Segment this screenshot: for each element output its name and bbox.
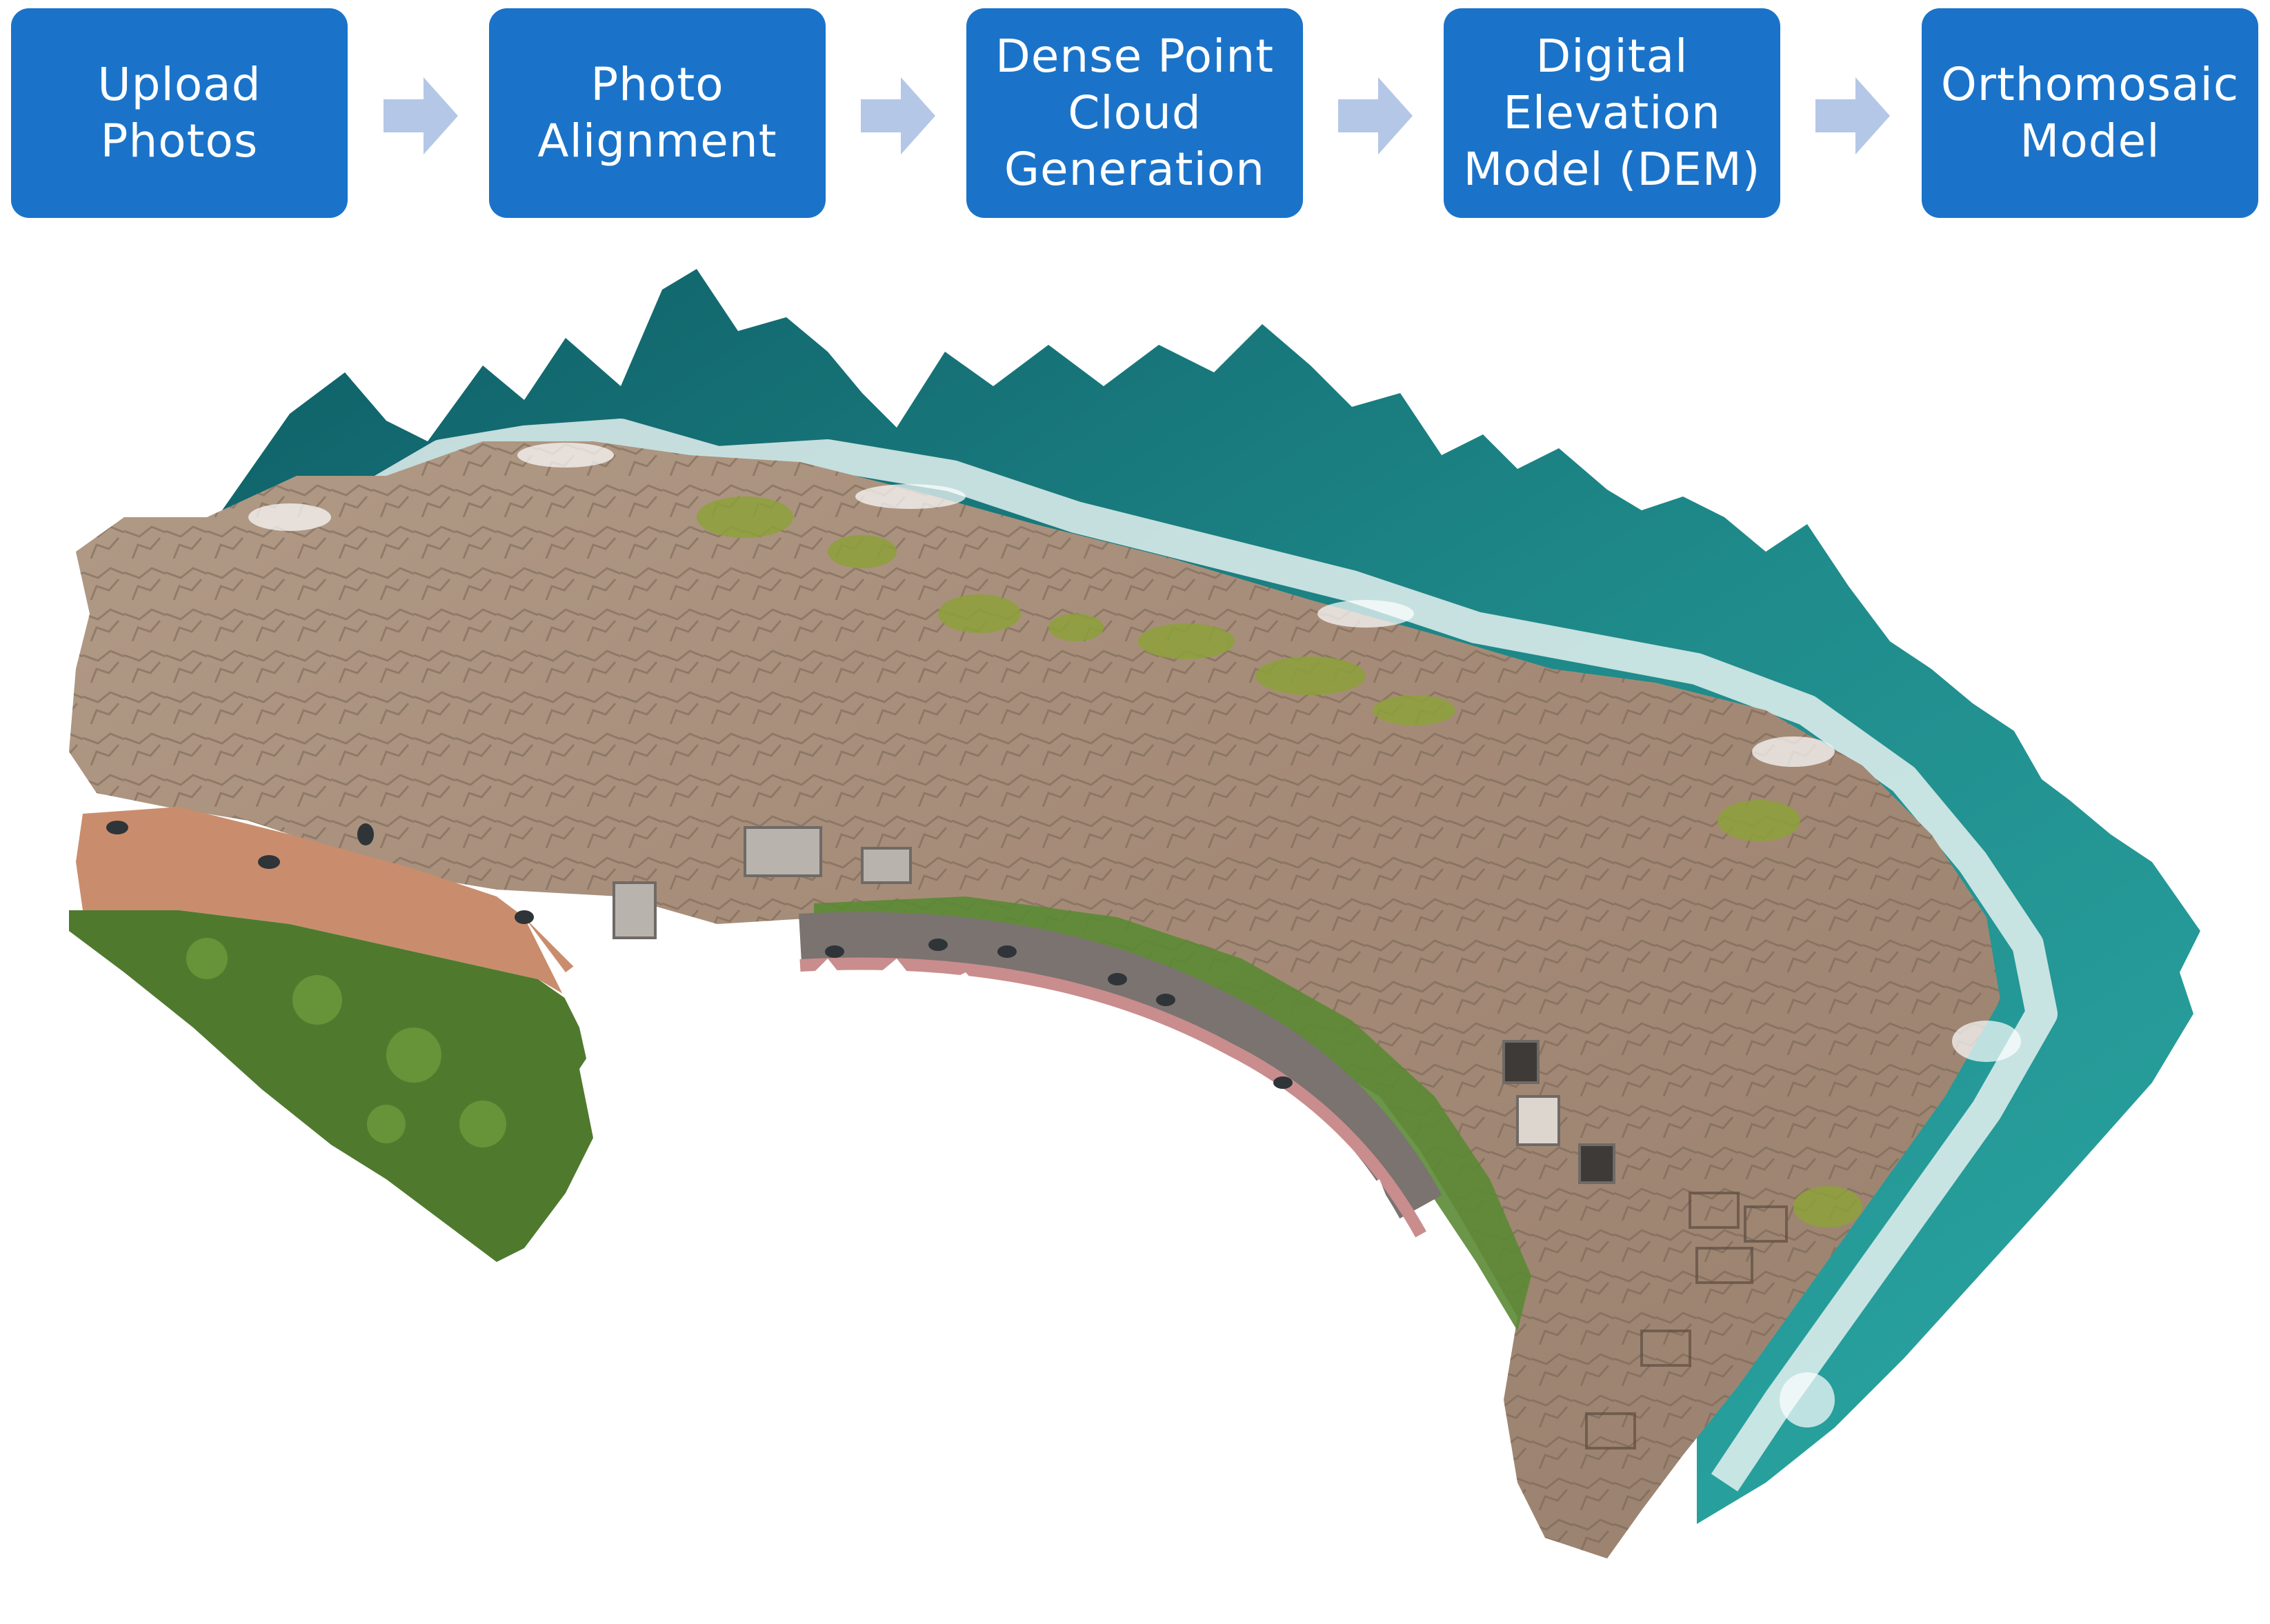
right-arrow-icon (861, 77, 935, 154)
step-label: Orthomosaic Model (1940, 58, 2240, 168)
step-digital-elevation-model: Digital Elevation Model (DEM) (1444, 8, 1780, 218)
step-orthomosaic-model: Orthomosaic Model (1922, 8, 2258, 218)
step-photo-alignment: Photo Alignment (489, 8, 826, 218)
surf-foam (248, 443, 2021, 1427)
step-label: Dense Point Cloud Generation (995, 30, 1275, 196)
salt-pans (1585, 1192, 1788, 1450)
sea-area (193, 269, 2200, 1524)
buildings (613, 826, 1615, 1184)
right-arrow-icon (384, 77, 458, 154)
mosaic-edge-cutout (759, 959, 1421, 1331)
vegetation-left (69, 910, 607, 1262)
aerial-orthomosaic-image (69, 269, 2200, 1558)
step-label: Upload Photos (97, 58, 261, 168)
orthomosaic-image (0, 228, 2270, 1621)
step-label: Photo Alignment (537, 58, 777, 168)
step-upload-photos: Upload Photos (11, 8, 348, 218)
workflow-pipeline: Upload Photos Photo Alignment Dense Poin… (0, 0, 2270, 228)
cars (106, 821, 1293, 1089)
algae-patches (697, 497, 1862, 1227)
sand-parking-area (76, 807, 621, 1027)
right-arrow-icon (1338, 77, 1413, 154)
right-arrow-icon (1815, 77, 1890, 154)
step-label: Digital Elevation Model (DEM) (1463, 30, 1761, 196)
step-dense-point-cloud: Dense Point Cloud Generation (966, 8, 1303, 218)
